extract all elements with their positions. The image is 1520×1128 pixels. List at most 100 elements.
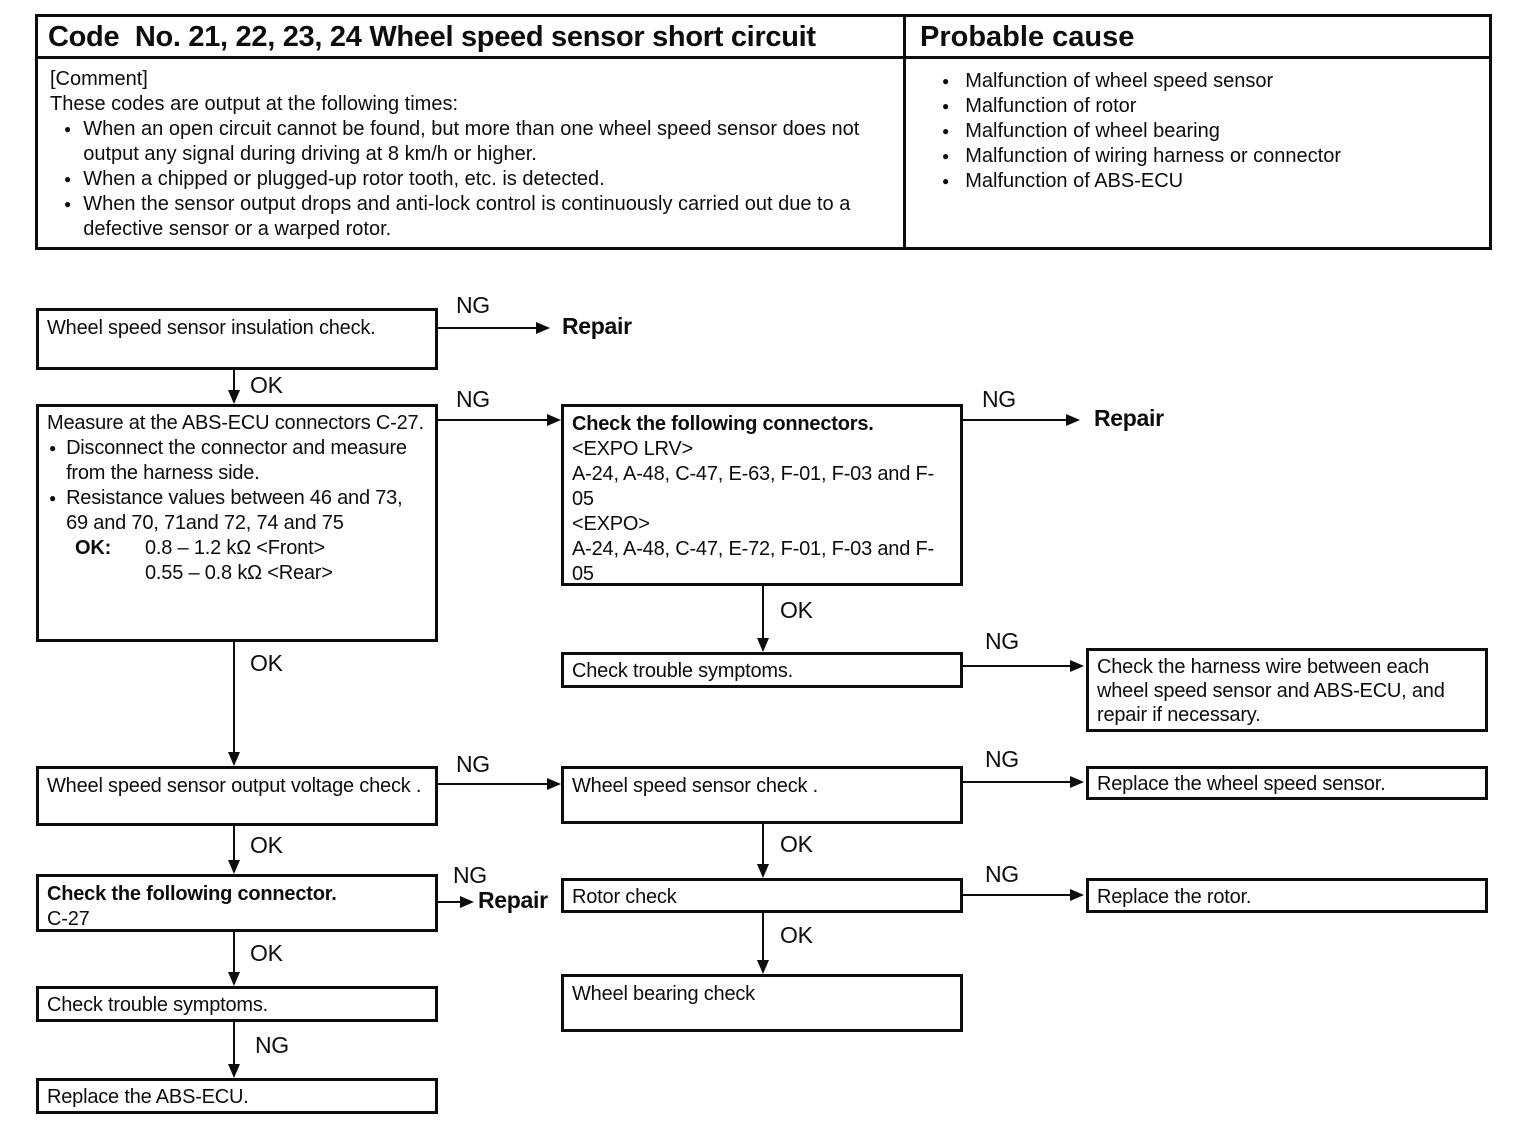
check-connectors-title: Check the following connectors. [572,413,874,435]
arrowhead-down-icon [228,972,240,986]
check-connectors-line: <EXPO LRV> [572,438,694,460]
arrow-insulation-ng-repair [438,322,550,334]
arrow-rotor-ng-right [963,889,1084,901]
ok-label: OK [250,832,283,858]
arrow-sensorcheck-ok-down [757,824,769,878]
arrowhead-right-icon [536,322,550,334]
probable-cause-list: ● Malfunction of wheel speed sensor ● Ma… [906,59,1489,247]
measure-ecu-bullet: ● Resistance values between 46 and 73, 6… [47,486,427,536]
ok-label: OK [780,597,813,623]
arrowhead-right-icon [1070,660,1084,672]
comment-item: ● When a chipped or plugged-up rotor too… [50,167,893,192]
comment-item-text: When the sensor output drops and anti-lo… [83,193,851,240]
ng-label: NG [985,746,1019,772]
arrowhead-down-icon [757,638,769,652]
arrowhead-down-icon [228,752,240,766]
comment-item: ● When the sensor output drops and anti-… [50,192,893,242]
bullet-icon: ● [64,172,72,186]
comment-item-text: When a chipped or plugged-up rotor tooth… [83,168,605,190]
bullet-icon: ● [64,122,72,136]
bullet-icon: ● [942,74,950,88]
cause-item-text: Malfunction of wiring harness or connect… [965,145,1341,167]
comment-item-text: When an open circuit cannot be found, bu… [83,118,860,165]
ok-spec-label: OK: [75,537,112,559]
code-title: Code No. 21, 22, 23, 24 Wheel speed sens… [38,17,906,59]
bullet-icon: ● [49,491,57,505]
flow-box-replace-sensor: Replace the wheel speed sensor. [1086,766,1488,800]
arrow-voltage-ng-right [438,778,561,790]
arrow-connectors-ng-repair [963,414,1080,426]
flow-box-replace-abs-ecu: Replace the ABS-ECU. [36,1078,438,1114]
comment-heading: [Comment] [50,68,148,90]
check-connector-c27-title: Check the following connector. [47,883,337,905]
arrowhead-right-icon [547,778,561,790]
arrow-sensorcheck-ng-right [963,776,1084,788]
check-connectors-line: <EXPO> [572,513,650,535]
flow-box-check-harness-wire: Check the harness wire between each whee… [1086,648,1488,732]
ok-label: OK [780,831,813,857]
cause-item-text: Malfunction of ABS-ECU [965,170,1184,192]
arrow-connector-c27-ng-repair [438,896,474,908]
flow-box-check-connector-c27: Check the following connector. C-27 [36,874,438,932]
arrowhead-down-icon [757,864,769,878]
arrowhead-right-icon [460,896,474,908]
bullet-icon: ● [64,197,72,211]
cause-item: ● Malfunction of ABS-ECU [920,169,1481,194]
cause-item: ● Malfunction of wheel bearing [920,119,1481,144]
arrow-rotor-ok-down [757,913,769,974]
ng-label: NG [255,1032,289,1058]
arrowhead-down-icon [228,390,240,404]
probable-cause-title: Probable cause [906,17,1489,59]
arrow-connectors-ok-down [757,586,769,652]
cause-item-text: Malfunction of wheel speed sensor [965,70,1274,92]
flow-box-replace-rotor: Replace the rotor. [1086,878,1488,913]
ng-label: NG [985,861,1019,887]
ng-label: NG [982,386,1016,412]
comment-cell: [Comment] These codes are output at the … [38,59,906,247]
arrowhead-down-icon [757,960,769,974]
ok-label: OK [250,940,283,966]
arrow-measure-ng-right [438,414,561,426]
repair-label: Repair [1094,405,1164,431]
ok-label: OK [250,650,283,676]
ng-label: NG [456,386,490,412]
arrow-c27-ok-down [228,932,240,986]
bullet-icon: ● [942,124,950,138]
ng-label: NG [453,862,487,888]
flow-box-output-voltage-check: Wheel speed sensor output voltage check … [36,766,438,826]
measure-ecu-intro: Measure at the ABS-ECU connectors C-27. [47,412,424,434]
arrow-trouble1-ng-right [963,660,1084,672]
repair-label: Repair [562,313,632,339]
cause-item: ● Malfunction of wiring harness or conne… [920,144,1481,169]
flow-box-check-trouble-symptoms-2: Check trouble symptoms. [36,986,438,1022]
arrow-insulation-ok-down [228,370,240,404]
flow-box-sensor-check: Wheel speed sensor check . [561,766,963,824]
check-connector-c27-code: C-27 [47,908,90,930]
ok-spec-rear: 0.55 – 0.8 kΩ <Rear> [145,562,333,584]
bullet-icon: ● [942,149,950,163]
flow-box-insulation-check: Wheel speed sensor insulation check. [36,308,438,370]
ok-label: OK [780,922,813,948]
flow-box-check-connectors: Check the following connectors. <EXPO LR… [561,404,963,586]
measure-ecu-bullet: ● Disconnect the connector and measure f… [47,436,427,486]
comment-item: ● When an open circuit cannot be found, … [50,117,893,167]
cause-item: ● Malfunction of wheel speed sensor [920,69,1481,94]
arrowhead-down-icon [228,1064,240,1078]
comment-intro: These codes are output at the following … [50,93,459,115]
arrowhead-right-icon [1070,776,1084,788]
arrow-measure-ok-down [228,642,240,766]
bullet-icon: ● [942,174,950,188]
measure-ecu-ok-spec: OK: 0.8 – 1.2 kΩ <Front> 0.55 – 0.8 kΩ <… [75,536,427,586]
repair-label: Repair [478,887,548,913]
ok-label: OK [250,372,283,398]
arrowhead-right-icon [547,414,561,426]
measure-ecu-bullet-text: Resistance values between 46 and 73, 69 … [66,487,403,534]
cause-item-text: Malfunction of rotor [965,95,1137,117]
flow-box-check-trouble-symptoms-1: Check trouble symptoms. [561,652,963,688]
cause-item-text: Malfunction of wheel bearing [965,120,1220,142]
arrowhead-down-icon [228,860,240,874]
ng-label: NG [985,628,1019,654]
arrow-trouble2-ng-down [228,1022,240,1078]
arrow-voltage-ok-down [228,826,240,874]
